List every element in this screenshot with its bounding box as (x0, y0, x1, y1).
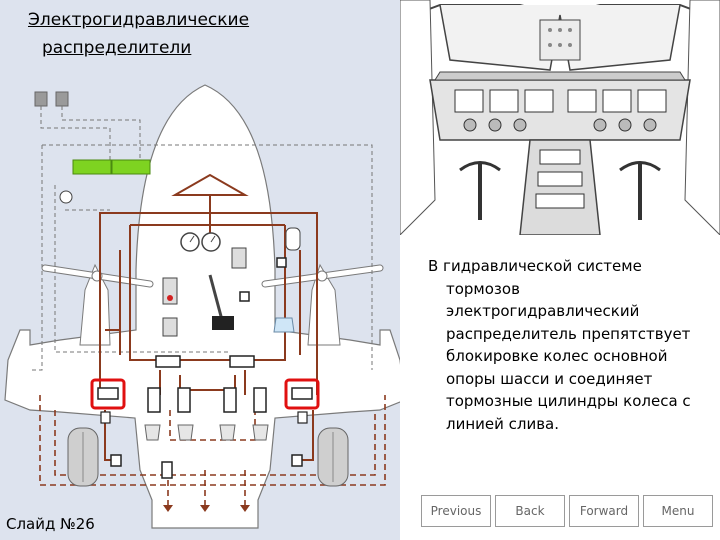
previous-button[interactable]: Previous (421, 495, 491, 527)
right-main-wheel (317, 427, 349, 487)
green-switch-2 (111, 159, 151, 175)
filter-unit (231, 247, 247, 269)
accumulator (285, 227, 301, 251)
cockpit-illustration (400, 0, 720, 235)
left-main-wheel (67, 427, 99, 487)
aircraft-silhouette (4, 84, 400, 529)
fluid-reservoir (273, 317, 295, 333)
back-button[interactable]: Back (495, 495, 565, 527)
indicator-1 (34, 91, 48, 107)
hydraulic-brake-diagram (4, 84, 400, 529)
triangular-valve (171, 173, 249, 196)
forward-button[interactable]: Forward (569, 495, 639, 527)
red-button (167, 295, 173, 301)
gauge-small (59, 190, 73, 204)
title-line-2: распределители (42, 38, 192, 58)
control-box (162, 277, 178, 305)
slide-title: Электрогидравлические распределители (28, 6, 328, 62)
handle-box (162, 317, 178, 337)
green-switch-1 (72, 159, 112, 175)
slide-number: Слайд №26 (6, 515, 95, 533)
indicator-2 (55, 91, 69, 107)
body-text: В гидравлической системе тормозов электр… (428, 257, 691, 433)
menu-button[interactable]: Menu (643, 495, 713, 527)
brake-lever (208, 274, 224, 321)
title-line-1: Электрогидравлические (28, 10, 250, 30)
electrohydraulic-valve-right (284, 378, 320, 410)
electrohydraulic-valve-left (90, 378, 126, 410)
